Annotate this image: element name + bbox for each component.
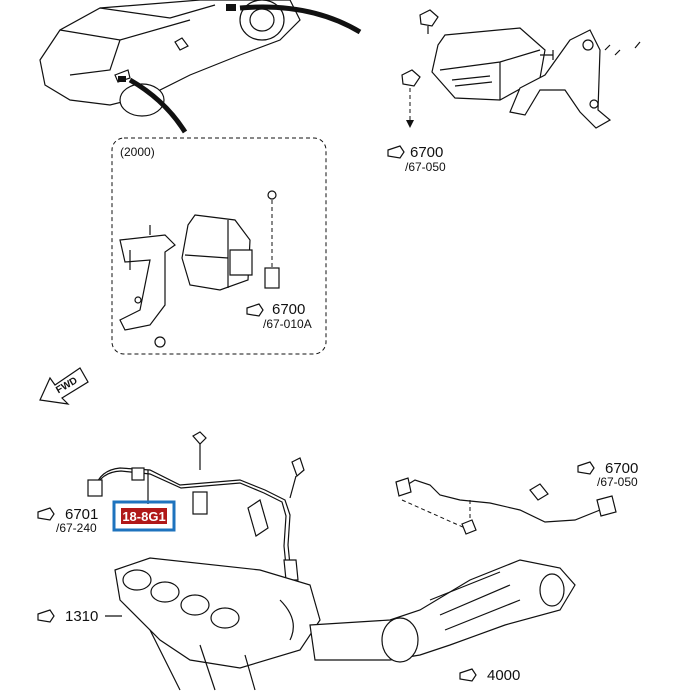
- callout-code: 6700: [272, 301, 305, 318]
- highlight-box: [112, 500, 176, 532]
- callout-ref: /67-050: [597, 475, 638, 489]
- highlighted-part-callout[interactable]: 18-8G1: [112, 470, 176, 532]
- car-illustration: [39, 0, 362, 134]
- callout-code: 4000: [487, 667, 520, 684]
- callout-code: 6701: [65, 506, 98, 523]
- callout-code: 6700: [605, 460, 638, 477]
- part-number-label: 18-8G1: [122, 509, 165, 524]
- callout-ref: /67-240: [56, 521, 97, 535]
- sensor-harness-left: [87, 431, 305, 581]
- callout-code: 1310: [65, 608, 98, 625]
- callout-6700-right[interactable]: 6700 /67-050: [577, 460, 638, 489]
- control-module-upper: [401, 9, 641, 129]
- callout-code: 6700: [410, 144, 443, 161]
- callout-6700-upper[interactable]: 6700 /67-050: [387, 144, 446, 174]
- callout-ref: /67-010A: [263, 317, 312, 331]
- callout-ref: /67-050: [405, 160, 446, 174]
- sensor-harness-right: [395, 477, 617, 535]
- inset-label: (2000): [120, 145, 155, 159]
- exhaust-manifold: [114, 557, 321, 691]
- callout-1310[interactable]: 1310: [37, 608, 122, 625]
- callout-6700-inset[interactable]: 6700 /67-010A: [246, 301, 312, 331]
- fwd-arrow: FWD: [39, 367, 89, 405]
- callout-6701[interactable]: 6701 /67-240: [37, 506, 98, 535]
- highlight-fill: [121, 508, 167, 524]
- catalytic-converter: [309, 559, 576, 663]
- inset-2000: (2000): [111, 137, 327, 355]
- callout-4000[interactable]: 4000: [459, 667, 520, 684]
